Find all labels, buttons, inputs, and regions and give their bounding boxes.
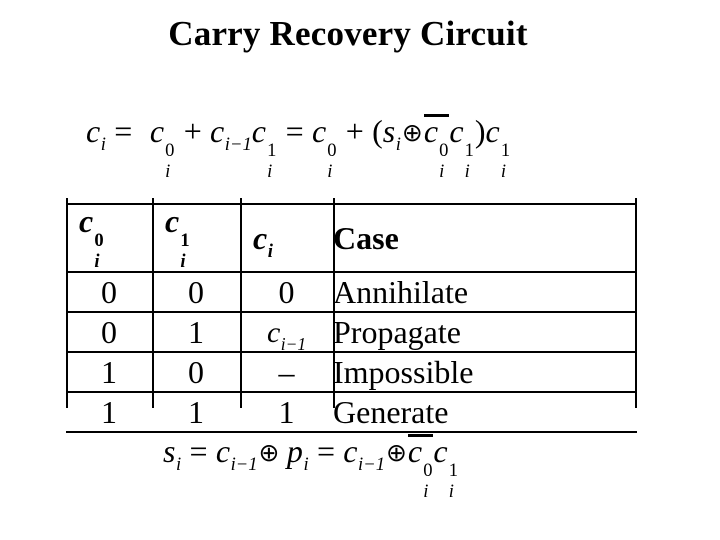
cell-case: Annihilate	[333, 273, 469, 310]
subscript: i−1	[280, 333, 307, 352]
var-p: p	[286, 433, 303, 469]
table-vertical-border	[635, 198, 637, 408]
cell-case: Propagate	[333, 313, 461, 350]
equals-sign: =	[316, 433, 335, 469]
var-c: c	[149, 113, 165, 149]
table-vertical-border	[240, 198, 242, 408]
page-title: Carry Recovery Circuit	[168, 14, 528, 53]
subscript: i	[395, 134, 401, 156]
var-c: c	[433, 433, 448, 469]
plus-sign: +	[345, 113, 364, 149]
var-c: c	[343, 433, 358, 469]
subscript: i	[267, 241, 273, 263]
var-c: c	[423, 113, 439, 149]
equals-sign: =	[285, 113, 304, 149]
cell-c0: 1	[101, 393, 117, 430]
subscript: i−1	[224, 134, 252, 156]
cell-case: Impossible	[333, 353, 474, 390]
subscript: i−1	[358, 454, 385, 476]
table-row: 1 1 1 Generate	[66, 392, 637, 432]
subscript: i	[176, 454, 182, 476]
right-paren: )	[474, 113, 486, 149]
var-s: s	[163, 433, 176, 469]
subscript: i−1	[230, 454, 258, 476]
cell-ci: 1	[278, 393, 295, 430]
cell-c1: 1	[188, 313, 204, 350]
cell-case: Generate	[333, 393, 449, 430]
table-vertical-border	[333, 198, 335, 408]
var-c: c	[251, 113, 266, 149]
cell-ci: –	[278, 353, 295, 390]
var-c: c	[210, 113, 225, 149]
cell-c1: 1	[188, 393, 204, 430]
cell-c0: 1	[101, 353, 117, 390]
var-c: c	[407, 433, 423, 469]
var-c: c	[485, 113, 500, 149]
table-row: 0 0 0 Annihilate	[66, 272, 637, 312]
cell-ci: ci−1	[240, 312, 333, 352]
subscript: i	[303, 454, 309, 476]
var-s: s	[382, 113, 396, 149]
var-c: c	[86, 113, 101, 149]
cell-c1: 0	[188, 353, 204, 390]
xor-operator-icon: ⊕	[401, 118, 423, 148]
xor-operator-icon: ⊕	[385, 438, 407, 468]
plus-sign: +	[183, 113, 202, 149]
var-c: c	[215, 433, 231, 469]
cell-c0: 0	[101, 273, 117, 310]
table-row: 0 1 ci−1 Propagate	[66, 312, 637, 352]
equals-sign: =	[189, 433, 208, 469]
table-vertical-border	[152, 198, 154, 408]
subscript: i	[100, 134, 106, 156]
var-c: c	[449, 113, 464, 149]
header-case: Case	[333, 219, 399, 256]
cell-c1: 0	[188, 273, 204, 310]
cell-c0: 0	[101, 313, 117, 350]
equals-sign: =	[114, 113, 133, 149]
table-vertical-border	[66, 198, 68, 408]
left-paren: (	[372, 113, 383, 149]
table-row: 1 0 – Impossible	[66, 352, 637, 392]
xor-operator-icon: ⊕	[258, 438, 280, 468]
var-c: c	[311, 113, 327, 149]
header-ci: ci	[253, 219, 273, 263]
cell-ci: 0	[278, 273, 295, 310]
